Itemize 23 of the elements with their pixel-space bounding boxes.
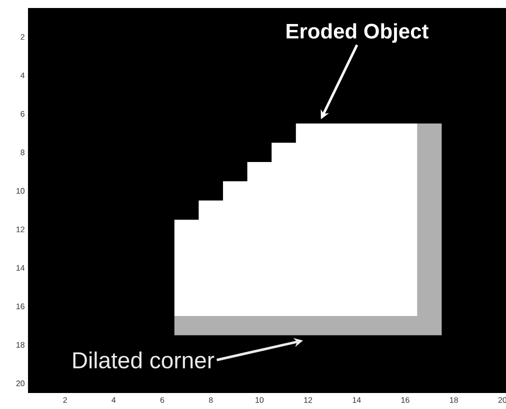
tick-label: 10 bbox=[256, 397, 264, 403]
tick-label: 16 bbox=[401, 397, 410, 403]
tick-label: 14 bbox=[16, 265, 25, 271]
tick-label: 2 bbox=[20, 34, 24, 40]
tick-label: 10 bbox=[16, 188, 24, 194]
tick-label: 12 bbox=[16, 226, 24, 232]
tick-label: 12 bbox=[304, 397, 312, 403]
tick-label: 6 bbox=[160, 397, 164, 403]
tick-label: 8 bbox=[20, 150, 24, 156]
callout-text: Dilated corner bbox=[73, 352, 214, 368]
callout-text: Eroded Object bbox=[286, 23, 428, 43]
tick-label: 14 bbox=[352, 397, 361, 403]
tick-label: 2 bbox=[63, 397, 67, 403]
eroded-object bbox=[174, 124, 418, 316]
tick-label: 18 bbox=[450, 397, 458, 403]
tick-label: 20 bbox=[16, 380, 24, 386]
tick-label: 4 bbox=[20, 72, 25, 78]
tick-label: 8 bbox=[208, 397, 213, 403]
tick-label: 4 bbox=[112, 397, 116, 403]
dilated-corner bbox=[174, 124, 442, 336]
tick-label: 6 bbox=[20, 111, 24, 117]
tick-label: 18 bbox=[16, 342, 24, 348]
tick-label: 16 bbox=[16, 304, 24, 310]
